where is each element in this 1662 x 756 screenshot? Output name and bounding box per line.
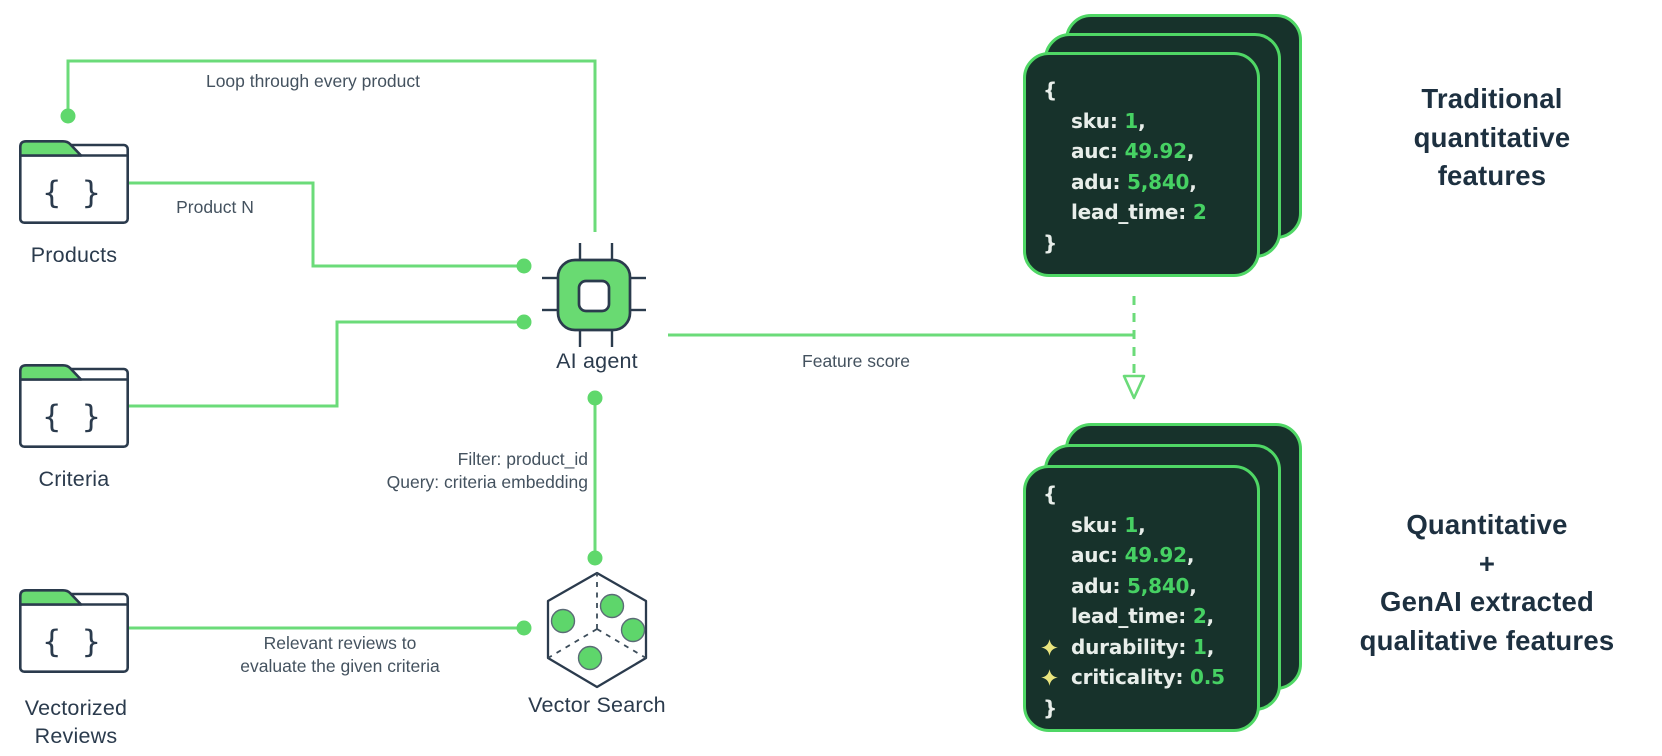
sparkle-icon bbox=[1040, 668, 1059, 687]
code-line: adu: 5,840, bbox=[1071, 573, 1197, 598]
traditional-features-heading: Traditional quantitative features bbox=[1312, 80, 1662, 196]
enhanced-heading-line4: qualitative features bbox=[1359, 624, 1615, 656]
code-line: } bbox=[1043, 230, 1058, 255]
traditional-heading-line3: features bbox=[1437, 160, 1547, 191]
edge-label-feature-score: Feature score bbox=[802, 351, 910, 371]
code-line: lead_time: 2 bbox=[1071, 200, 1207, 224]
ai-agent-chip-icon bbox=[542, 243, 646, 347]
edge-label-filter-query: Filter: product_id Query: criteria embed… bbox=[338, 448, 588, 494]
edge-criteria-line bbox=[129, 320, 518, 408]
code-line: durability: 1, bbox=[1040, 632, 1257, 663]
traditional-features-card: { sku: 1, auc: 49.92, adu: 5,840, lead_t… bbox=[1023, 52, 1260, 277]
edge-product-n-line bbox=[129, 181, 518, 268]
vectorized-reviews-folder-icon: { } bbox=[18, 588, 130, 674]
traditional-features-card-stack: { sku: 1, auc: 49.92, adu: 5,840, lead_t… bbox=[1023, 14, 1302, 277]
edge-label-product-n: Product N bbox=[176, 197, 254, 217]
enhanced-features-heading: Quantitative + GenAI extracted qualitati… bbox=[1302, 506, 1662, 660]
edge-label-loop: Loop through every product bbox=[205, 71, 421, 91]
code-line: lead_time: 2, bbox=[1071, 604, 1214, 628]
code-line: } bbox=[1043, 695, 1058, 720]
vectorized-reviews-label-line1: Vectorized bbox=[24, 696, 128, 720]
criteria-folder-braces: { } bbox=[42, 399, 106, 435]
code-line: criticality: 0.5 bbox=[1040, 662, 1257, 693]
products-node-label: Products bbox=[30, 243, 118, 267]
traditional-heading-line1: Traditional bbox=[1421, 83, 1563, 114]
enhanced-heading-line3: GenAI extracted bbox=[1380, 586, 1594, 617]
vector-search-node-label: Vector Search bbox=[528, 693, 666, 717]
code-line: auc: 49.92, bbox=[1071, 139, 1195, 163]
enhanced-features-card-stack: { sku: 1, auc: 49.92, adu: 5,840, lead_t… bbox=[1023, 423, 1302, 732]
edge-label-reviews-line2: evaluate the given criteria bbox=[240, 656, 440, 676]
criteria-node-label: Criteria bbox=[38, 467, 110, 491]
criteria-folder-icon: { } bbox=[18, 363, 130, 449]
code-line: { bbox=[1043, 78, 1058, 102]
code-line: sku: 1, bbox=[1071, 108, 1146, 133]
enhanced-heading-line1: Quantitative bbox=[1406, 509, 1568, 540]
edge-loop-endpoint-dot bbox=[60, 108, 76, 124]
edge-vector-query-dot-bottom bbox=[587, 550, 603, 566]
traditional-heading-line2: quantitative bbox=[1413, 121, 1571, 153]
products-folder-braces: { } bbox=[42, 175, 106, 211]
vectorized-reviews-label-line2: Reviews bbox=[34, 724, 118, 748]
enhanced-heading-line2: + bbox=[1478, 547, 1496, 579]
ai-agent-node-label: AI agent bbox=[556, 349, 638, 373]
vectorized-reviews-node-label: Vectorized Reviews bbox=[6, 694, 146, 750]
edge-vector-query-dot-top bbox=[587, 390, 603, 406]
edge-label-filter-line1: Filter: product_id bbox=[457, 449, 588, 469]
code-line: auc: 49.92, bbox=[1071, 543, 1195, 567]
vectorized-reviews-folder-braces: { } bbox=[42, 624, 106, 660]
code-line: { bbox=[1043, 482, 1058, 506]
edge-loop-line bbox=[66, 59, 597, 232]
edge-product-n-dot bbox=[516, 258, 532, 274]
edge-criteria-dot bbox=[516, 314, 532, 330]
code-line: sku: 1, bbox=[1071, 512, 1146, 537]
edge-dashed-arrow-head bbox=[1122, 374, 1146, 400]
products-folder-icon: { } bbox=[18, 140, 130, 224]
edge-label-reviews-line1: Relevant reviews to bbox=[263, 633, 417, 653]
edge-label-relevant-reviews: Relevant reviews to evaluate the given c… bbox=[185, 632, 495, 678]
enhanced-features-card: { sku: 1, auc: 49.92, adu: 5,840, lead_t… bbox=[1023, 465, 1260, 732]
code-line: adu: 5,840, bbox=[1071, 169, 1197, 194]
vector-search-hexagon-icon bbox=[546, 571, 648, 689]
edge-label-filter-line2: Query: criteria embedding bbox=[386, 472, 588, 492]
sparkle-icon bbox=[1040, 638, 1059, 657]
edge-reviews-dot bbox=[516, 620, 532, 636]
